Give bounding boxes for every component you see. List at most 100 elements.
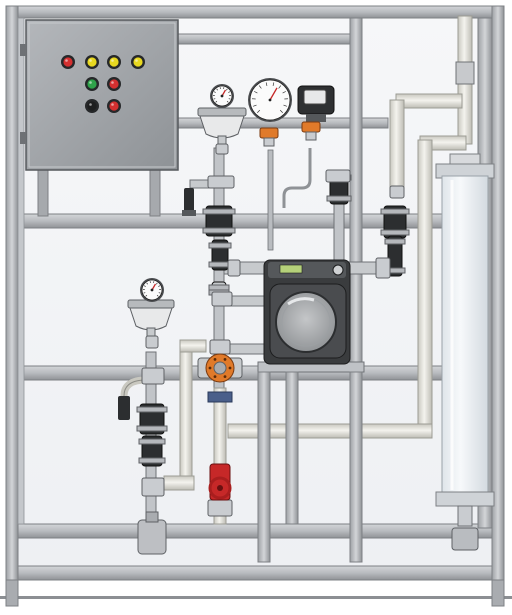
gauge-hub: [269, 99, 272, 102]
center-pressure-gauge: [248, 78, 292, 122]
column-return-pipe: [418, 140, 432, 436]
pump-head: [276, 292, 336, 352]
frame-upright-inner-left: [18, 18, 24, 524]
frame-rail-upper: [178, 34, 356, 44]
riser-union: [456, 62, 474, 84]
valve-union: [139, 458, 165, 463]
upper-left-pressure-gauge: [210, 84, 234, 108]
pump-display: [280, 265, 302, 273]
lamp-lens: [133, 57, 142, 66]
panel-bracket-left: [38, 170, 48, 216]
lamp-lens: [63, 57, 72, 66]
frame-upright-right: [492, 6, 504, 606]
manifold-tee-right: [376, 258, 390, 278]
indicator-lamp: [61, 55, 75, 69]
column-drain-fitting: [458, 506, 472, 526]
center-tee-1: [208, 176, 234, 188]
valve-union: [137, 407, 167, 412]
left-pipe-elbow: [142, 478, 164, 496]
center-tee-2: [212, 292, 232, 306]
lower-left-seal-stem: [146, 336, 158, 348]
lower-flow-sensor: [118, 396, 130, 420]
right-manifold-valve: [381, 206, 409, 238]
valve-union: [327, 196, 351, 201]
lamp-glint: [65, 59, 68, 62]
upper-flow-sensor: [182, 188, 196, 216]
upper-left-seal-stem: [216, 144, 228, 154]
panel-hinge-bottom: [20, 132, 26, 144]
indicator-lamp: [131, 55, 145, 69]
pump-stand-leg-left: [258, 372, 270, 562]
upper-right-tee: [326, 170, 350, 182]
valve-union: [381, 230, 409, 235]
frame-upright-center: [350, 18, 362, 370]
panel-bracket-right: [150, 170, 160, 216]
check-valve-blue-collar: [208, 392, 232, 402]
valve-union: [209, 243, 231, 248]
lamp-lens: [87, 79, 96, 88]
panel-hinge-top: [20, 44, 26, 56]
valve-union: [139, 439, 165, 444]
pump-stand-leg-right: [350, 372, 362, 562]
overhead-drop: [390, 100, 404, 190]
gauge-hub: [221, 95, 224, 98]
column-bottom-cap: [436, 492, 494, 506]
lamp-glint: [135, 59, 138, 62]
valve-union: [381, 209, 409, 214]
indicator-lamp: [85, 55, 99, 69]
lamp-lens: [109, 57, 118, 66]
sensor-body: [118, 396, 130, 420]
seal-bowl: [200, 116, 244, 138]
pump-inlet-line-3: [224, 344, 268, 354]
bypass-pipe: [180, 344, 192, 478]
switch-base: [306, 114, 326, 122]
indicator-lamp: [107, 77, 121, 91]
panel-enclosure: [26, 20, 178, 170]
lamp-glint: [89, 59, 92, 62]
left-valve-upper: [137, 404, 167, 434]
valve-union: [209, 285, 229, 290]
lamp-lens: [87, 101, 96, 110]
orange-stem: [306, 132, 316, 140]
check-valve-bolt: [209, 367, 212, 370]
orange-collar: [260, 128, 278, 138]
handwheel-hub: [217, 485, 223, 491]
lamp-lens: [109, 101, 118, 110]
seal-flange: [198, 108, 246, 116]
pump-knob: [333, 265, 343, 275]
indicator-lamp: [85, 77, 99, 91]
check-valve-bolt: [224, 358, 227, 361]
switch-face: [304, 90, 326, 104]
gauge-tube: [268, 150, 273, 250]
check-valve-bolt: [214, 375, 217, 378]
center-tee-3: [210, 340, 230, 354]
valve-union: [137, 426, 167, 431]
base-valve-stem: [146, 512, 158, 522]
valve-union: [203, 209, 235, 214]
sensor-body: [184, 188, 194, 212]
bypass-top: [180, 340, 206, 352]
orange-stem: [264, 138, 274, 146]
seal-bowl: [130, 308, 172, 330]
frame-foot-left: [6, 580, 18, 606]
indicator-lamp: [107, 99, 121, 113]
left-valve-lower: [139, 436, 165, 466]
check-valve-hub: [214, 362, 226, 374]
column-top-flange: [450, 154, 480, 164]
lamp-glint: [111, 59, 114, 62]
valve-union: [385, 239, 405, 244]
indicator-lamp: [85, 99, 99, 113]
check-valve-bolt: [224, 375, 227, 378]
frame-rail-base-lower: [6, 566, 504, 580]
orange-collar: [302, 122, 320, 132]
sensor-cap: [182, 210, 196, 216]
pump-stand-leg-mid: [286, 372, 298, 524]
column-drain-valve: [452, 528, 478, 550]
indicator-lamp: [107, 55, 121, 69]
lamp-glint: [89, 103, 92, 106]
overhead-pipe: [396, 94, 462, 108]
column-body: [442, 176, 488, 496]
frame-top-rail: [6, 6, 504, 18]
lamp-glint: [111, 103, 114, 106]
check-valve-bolt: [229, 367, 232, 370]
